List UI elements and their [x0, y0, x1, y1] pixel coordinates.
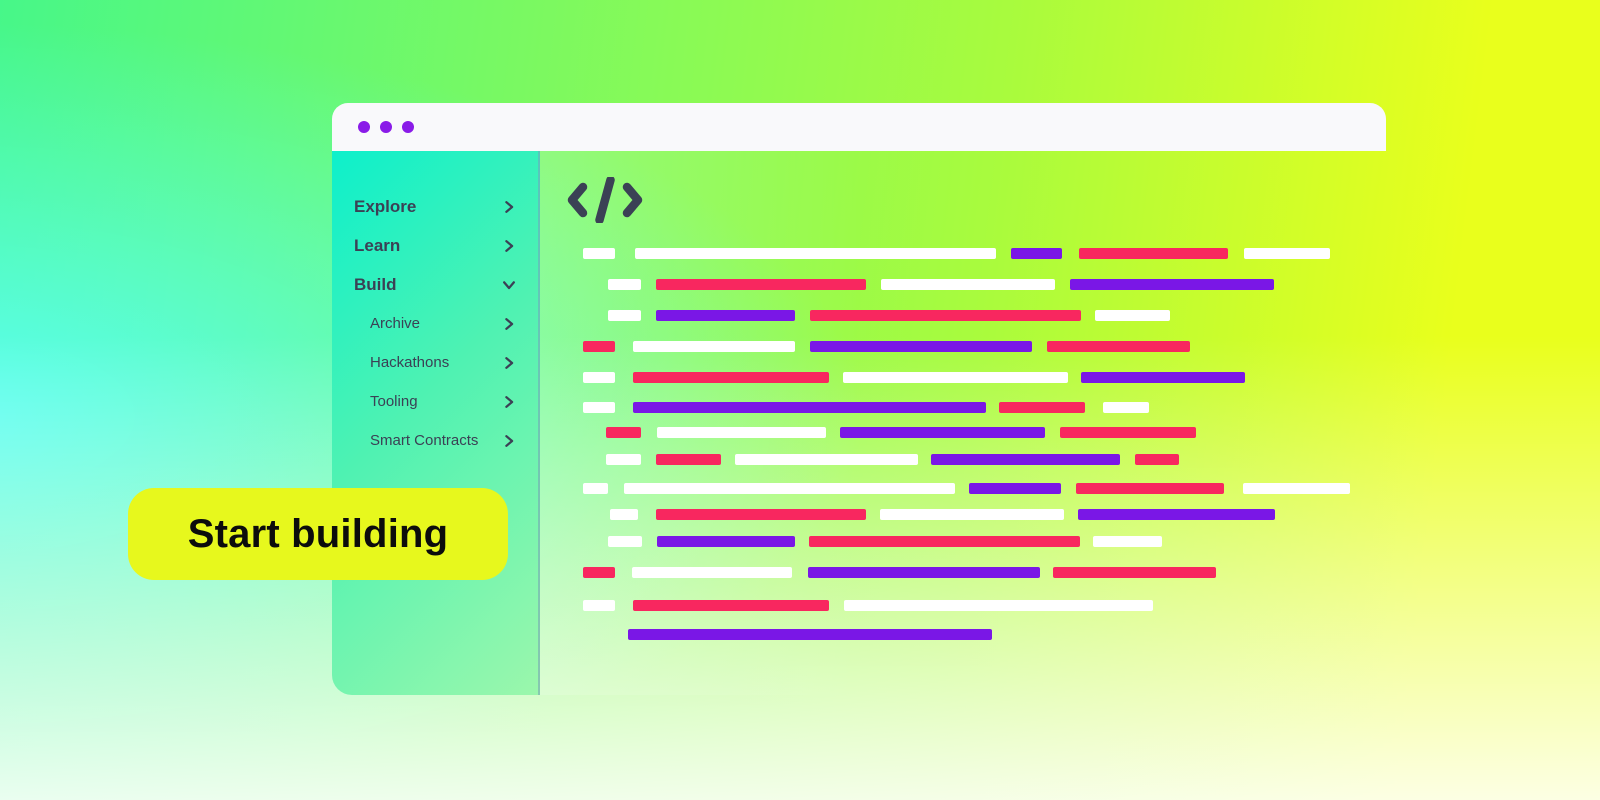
- sidebar-item-learn[interactable]: Learn: [332, 226, 538, 265]
- window-control-dot[interactable]: [380, 121, 392, 133]
- window-control-dot[interactable]: [402, 121, 414, 133]
- sidebar-item-tooling[interactable]: Tooling: [332, 382, 538, 421]
- sidebar-item-label: Learn: [354, 235, 401, 255]
- sidebar-item-label: Hackathons: [370, 354, 450, 371]
- sidebar-item-archive[interactable]: Archive: [332, 304, 538, 343]
- main-content-area: [540, 151, 1386, 695]
- chevron-right-icon: [502, 395, 516, 409]
- start-building-button[interactable]: Start building: [128, 488, 508, 580]
- sidebar-item-smart-contracts[interactable]: Smart Contracts: [332, 421, 538, 460]
- chevron-right-icon: [502, 356, 516, 370]
- sidebar-item-build[interactable]: Build: [332, 265, 538, 304]
- chevron-right-icon: [502, 317, 516, 331]
- chevron-right-icon: [502, 200, 516, 214]
- sidebar-item-label: Smart Contracts: [370, 432, 479, 449]
- sidebar-item-hackathons[interactable]: Hackathons: [332, 343, 538, 382]
- chevron-right-icon: [502, 239, 516, 253]
- sidebar-item-label: Build: [354, 274, 397, 294]
- sidebar-item-label: Tooling: [370, 393, 418, 410]
- sidebar-item-label: Archive: [370, 315, 421, 332]
- code-icon: [566, 175, 644, 228]
- browser-titlebar: [332, 103, 1386, 151]
- sidebar-item-label: Explore: [354, 196, 417, 216]
- chevron-right-icon: [502, 434, 516, 448]
- window-control-dot[interactable]: [358, 121, 370, 133]
- sidebar-item-explore[interactable]: Explore: [332, 187, 538, 226]
- chevron-down-icon: [502, 278, 516, 292]
